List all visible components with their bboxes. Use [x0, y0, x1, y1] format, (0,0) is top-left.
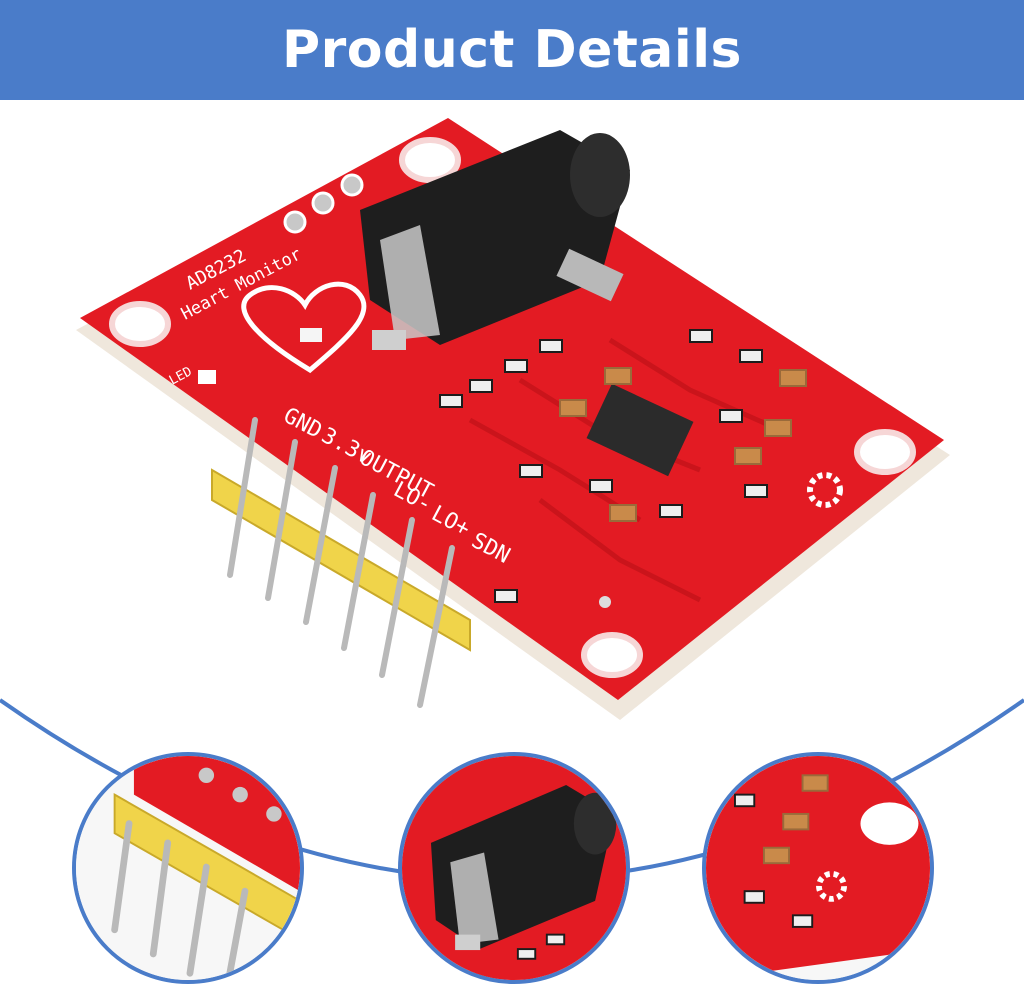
gear-logo-icon [807, 472, 843, 508]
mount-hole [399, 137, 461, 183]
pin-header [211, 417, 471, 708]
zoom-detail-components [702, 752, 934, 984]
ad8232-board-photo: AD8232 Heart Monitor LED GND 3.3v OUTPUT… [76, 118, 950, 720]
mount-hole [109, 301, 171, 347]
ad8232-chip [586, 383, 694, 477]
zoom-detail-jack [398, 752, 630, 984]
audio-jack [360, 130, 630, 350]
header-banner: Product Details [0, 0, 1024, 100]
pcb-board [80, 118, 944, 700]
mount-hole [581, 632, 643, 678]
zoom-detail-pins [72, 752, 304, 984]
mount-hole [854, 429, 916, 475]
page-title: Product Details [282, 20, 742, 80]
heart-icon [241, 281, 367, 374]
